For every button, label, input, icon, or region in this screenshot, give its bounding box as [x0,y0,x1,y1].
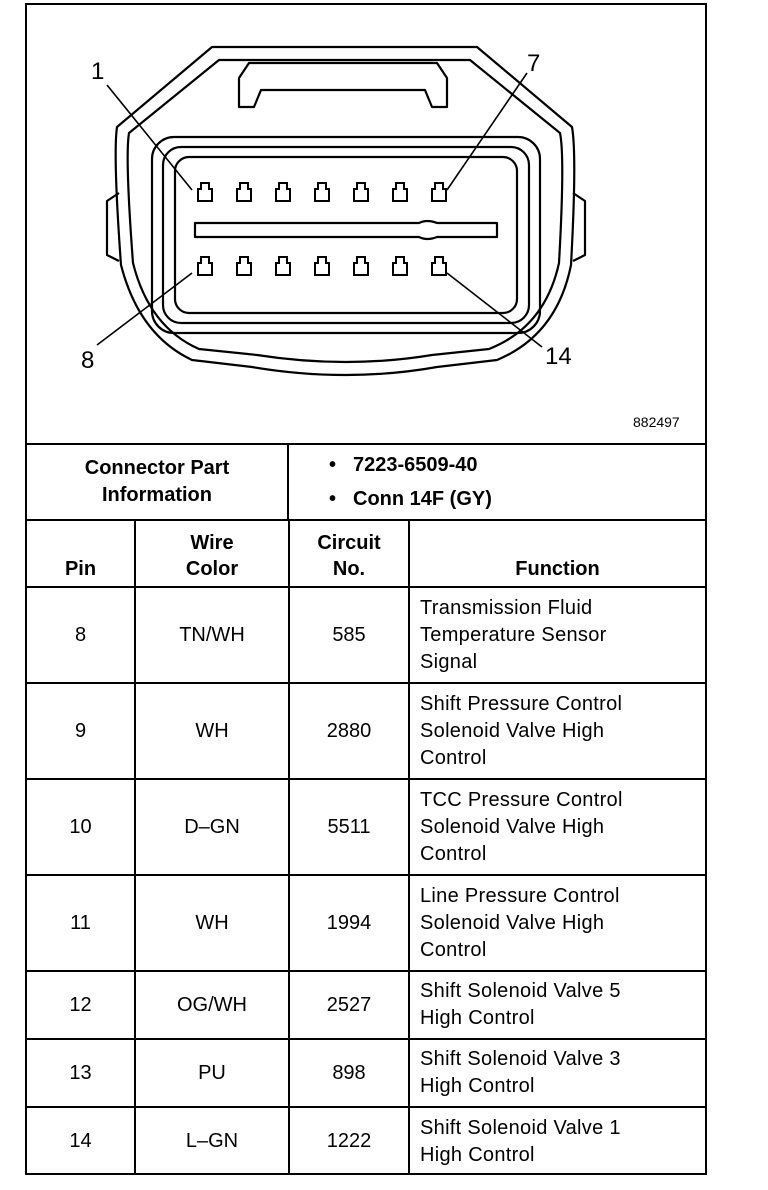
cell-circuit: 898 [288,1038,410,1108]
callout-pin-7: 7 [527,50,541,77]
leader-pin-1 [106,84,193,191]
leader-pin-8 [96,272,193,346]
table-row: 13 PU 898 Shift Solenoid Valve 3 High Co… [27,1038,705,1108]
cell-pin: 12 [27,970,136,1040]
connector-part-info-list: •7223-6509-40 •Conn 14F (GY) [289,445,705,519]
terminal-cavity-12 [353,256,369,276]
table-row: 14 L–GN 1222 Shift Solenoid Valve 1 High… [27,1106,705,1175]
connector-type-item: •Conn 14F (GY) [329,488,492,510]
callout-pin-14: 14 [545,343,572,370]
cavity-wall-3 [173,155,519,315]
table-row: 12 OG/WH 2527 Shift Solenoid Valve 5 Hig… [27,970,705,1040]
cell-pin: 14 [27,1106,136,1175]
cell-function: Transmission Fluid Temperature Sensor Si… [408,586,705,684]
cell-function: Shift Solenoid Valve 1 High Control [408,1106,705,1175]
header-pin: Pin [27,521,136,588]
cell-function: Shift Solenoid Valve 5 High Control [408,970,705,1040]
figure-number: 882497 [633,414,680,430]
terminal-cavity-10 [275,256,291,276]
cell-pin: 8 [27,586,136,684]
header-function: Function [408,521,705,588]
cell-circuit: 585 [288,586,410,684]
leader-pin-7 [446,72,528,191]
header-wire-color: Wire Color [134,521,290,588]
terminal-cavity-13 [392,256,408,276]
cell-pin: 9 [27,682,136,780]
cell-function: TCC Pressure Control Solenoid Valve High… [408,778,705,876]
terminal-cavity-4 [314,182,330,202]
connector-diagram: 1 7 8 14 882497 [27,5,705,443]
table-header-row: Pin Wire Color Circuit No. Function [27,521,705,588]
table-row: 11 WH 1994 Line Pressure Control Solenoi… [27,874,705,972]
cell-wire-color: WH [134,682,290,780]
terminal-cavity-7 [431,182,447,202]
cell-circuit: 5511 [288,778,410,876]
center-divider [193,219,499,241]
table-row: 8 TN/WH 585 Transmission Fluid Temperatu… [27,586,705,684]
cell-wire-color: L–GN [134,1106,290,1175]
terminal-cavity-2 [236,182,252,202]
cavity-wall-1 [150,135,542,335]
cell-wire-color: D–GN [134,778,290,876]
cell-wire-color: OG/WH [134,970,290,1040]
terminal-cavity-11 [314,256,330,276]
connector-sheet: 1 7 8 14 882497 Connector Part Informati… [25,3,707,1175]
terminal-cavity-1 [197,182,213,202]
leader-pin-14 [446,272,543,348]
cell-circuit: 2880 [288,682,410,780]
cell-function: Shift Solenoid Valve 3 High Control [408,1038,705,1108]
table-row: 9 WH 2880 Shift Pressure Control Solenoi… [27,682,705,780]
housing-inner-outline [126,58,564,364]
terminal-cavity-14 [431,256,447,276]
terminal-cavity-5 [353,182,369,202]
cell-circuit: 1222 [288,1106,410,1175]
cell-pin: 10 [27,778,136,876]
connector-part-info-label: Connector Part Information [27,445,289,519]
terminal-cavity-9 [236,256,252,276]
cell-function: Line Pressure Control Solenoid Valve Hig… [408,874,705,972]
cell-circuit: 1994 [288,874,410,972]
housing-outline [114,45,576,377]
cell-wire-color: TN/WH [134,586,290,684]
callout-pin-1: 1 [91,58,105,85]
terminal-cavity-3 [275,182,291,202]
header-circuit-no: Circuit No. [288,521,410,588]
terminal-cavity-8 [197,256,213,276]
cell-pin: 11 [27,874,136,972]
callout-pin-8: 8 [81,347,95,374]
cell-function: Shift Pressure Control Solenoid Valve Hi… [408,682,705,780]
cell-pin: 13 [27,1038,136,1108]
terminal-cavity-6 [392,182,408,202]
cell-circuit: 2527 [288,970,410,1040]
cell-wire-color: PU [134,1038,290,1108]
left-ear [105,192,120,262]
cell-wire-color: WH [134,874,290,972]
connector-face-drawing [96,45,587,377]
connector-part-info: Connector Part Information •7223-6509-40… [27,443,705,521]
right-ear [572,192,587,262]
pinout-table: Pin Wire Color Circuit No. Function 8 TN… [27,521,705,1175]
table-row: 10 D–GN 5511 TCC Pressure Control Soleno… [27,778,705,876]
part-number-item: •7223-6509-40 [329,454,478,476]
latch [237,61,449,109]
cavity-wall-2 [161,145,531,325]
